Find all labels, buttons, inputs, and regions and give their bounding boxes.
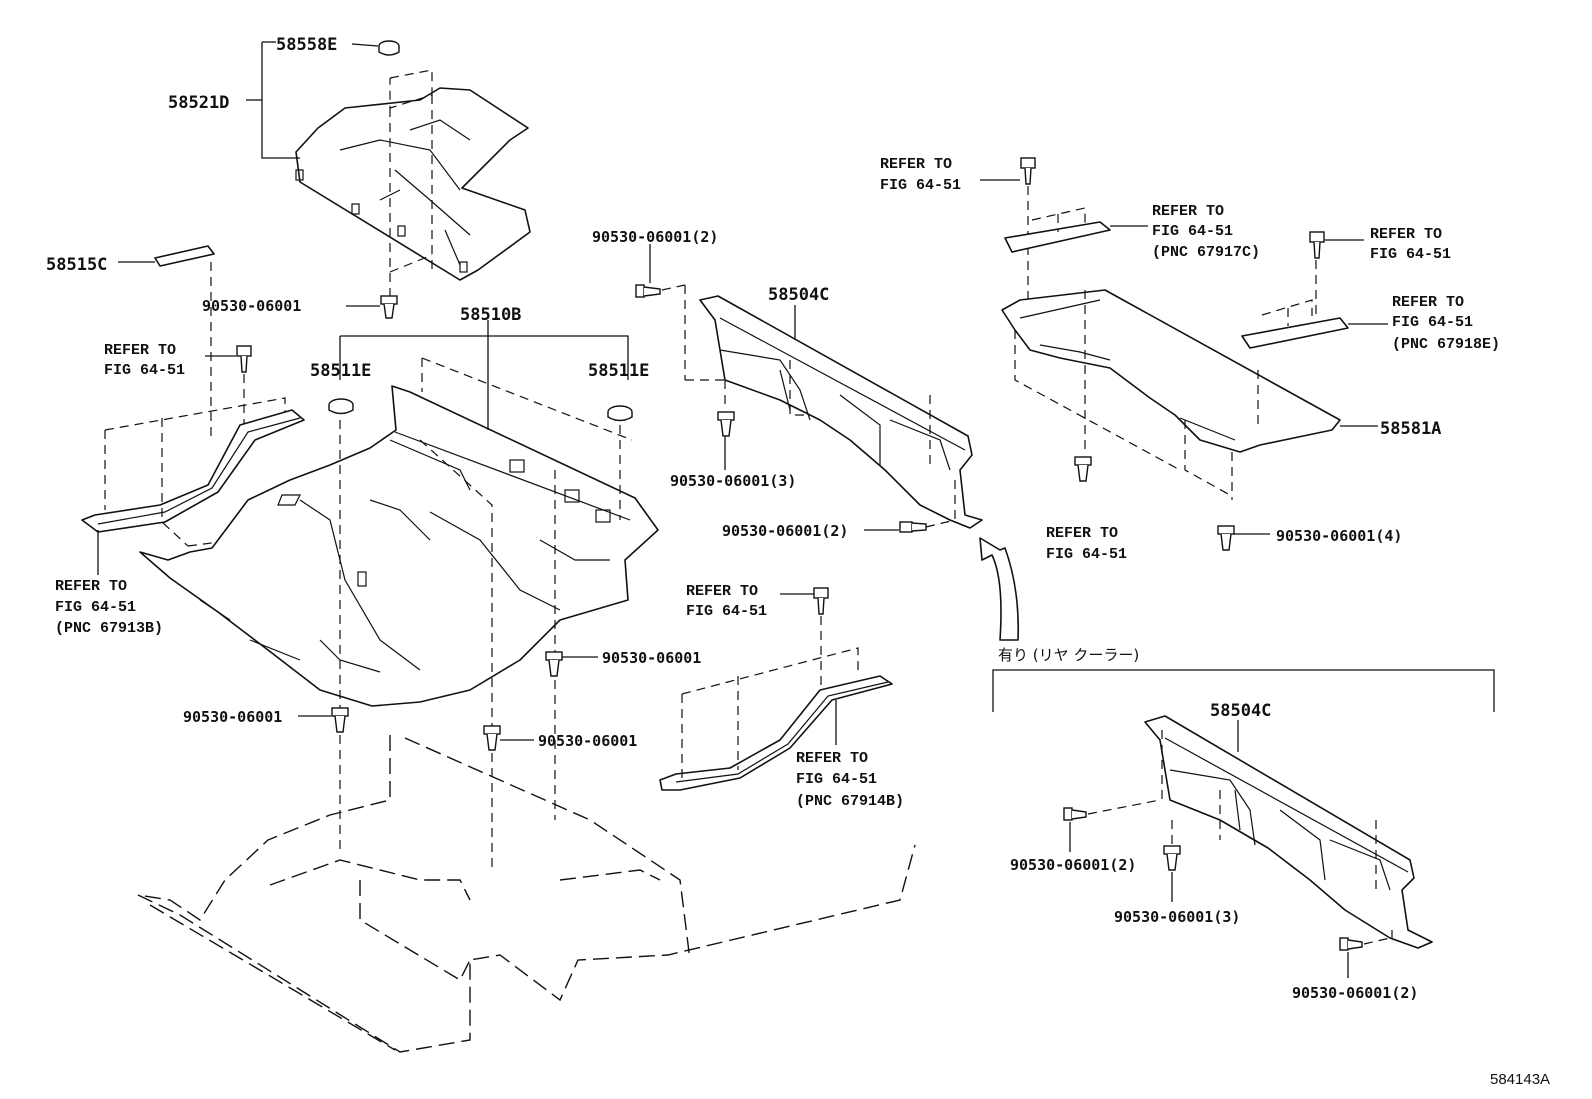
ref-center-top: REFER TO FIG 64-51 (686, 583, 767, 620)
clip-icon[interactable] (545, 651, 563, 677)
ref-right-top-a: REFER TO FIG 64-51 (880, 156, 961, 194)
clip-icon[interactable] (635, 284, 661, 298)
label-58515c: 58515C (46, 255, 107, 275)
part-67918e-bracket[interactable] (1241, 317, 1349, 349)
label-fastener-mid-top: 90530-06001(2) (592, 228, 718, 246)
label-58511e-right: 58511E (588, 361, 649, 381)
clip-icon[interactable] (1063, 807, 1087, 821)
label-fastener-mid-left: 90530-06001(3) (670, 472, 796, 490)
label-fastener-center-left: 90530-06001 (183, 708, 282, 726)
ref-right-top-c: REFER TO FIG 64-51 (1370, 226, 1451, 263)
label-58581a: 58581A (1380, 419, 1441, 439)
ref-center-bottom: REFER TO FIG 64-51 (PNC 67914B) (796, 750, 904, 810)
bolt-icon[interactable] (236, 345, 252, 373)
plug-icon[interactable] (378, 40, 400, 56)
plug-icon[interactable] (607, 405, 633, 422)
part-58521d-silencer[interactable] (295, 87, 531, 281)
option-note-rear-cooler: 有り (リヤ クーラー) (998, 646, 1139, 664)
clip-icon[interactable] (380, 295, 398, 319)
label-fastener-center-right: 90530-06001 (602, 649, 701, 667)
clip-icon[interactable] (717, 411, 735, 437)
clip-icon[interactable] (899, 521, 927, 533)
ref-left-top: REFER TO FIG 64-51 (104, 342, 185, 379)
label-58510b: 58510B (460, 305, 521, 325)
clip-icon[interactable] (483, 725, 501, 751)
plug-icon[interactable] (328, 398, 354, 415)
ref-right-top-b: REFER TO FIG 64-51 (PNC 67917C) (1152, 203, 1260, 261)
label-fastener-br-mid: 90530-06001(3) (1114, 908, 1240, 926)
label-fastener-center-mid: 90530-06001 (538, 732, 637, 750)
label-fastener-br-bottom: 90530-06001(2) (1292, 984, 1418, 1002)
part-67917c-bracket[interactable] (1004, 221, 1111, 253)
label-58504c-bottom: 58504C (1210, 701, 1271, 721)
label-fastener-br-left: 90530-06001(2) (1010, 856, 1136, 874)
label-58504c-top: 58504C (768, 285, 829, 305)
bolt-icon[interactable] (1309, 231, 1325, 259)
part-58504c-duct-cover-rear-cooler[interactable] (1144, 715, 1433, 949)
option-bracket (992, 669, 1495, 712)
label-58511e-left: 58511E (310, 361, 371, 381)
part-58510b-floor-carpet[interactable] (139, 385, 659, 707)
part-58515c-strip[interactable] (154, 245, 215, 267)
bolt-icon[interactable] (813, 587, 829, 615)
part-58581a-tray[interactable] (1001, 289, 1341, 453)
figure-code: 584143A (1490, 1071, 1550, 1088)
part-67914b-rail[interactable] (659, 675, 893, 791)
part-67913b-rail[interactable] (81, 409, 305, 533)
ref-left-bottom: REFER TO FIG 64-51 (PNC 67913B) (55, 578, 163, 637)
label-58558e: 58558E (276, 35, 337, 55)
arrow-up-icon (979, 537, 1020, 641)
clip-icon[interactable] (1074, 456, 1092, 482)
ref-right-top-d: REFER TO FIG 64-51 (PNC 67918E) (1392, 294, 1500, 353)
clip-icon[interactable] (1163, 845, 1181, 871)
ref-right-mid: REFER TO FIG 64-51 (1046, 525, 1127, 563)
vehicle-floor-body (137, 735, 916, 1053)
clip-icon[interactable] (331, 707, 349, 733)
label-58521d: 58521D (168, 93, 229, 113)
label-fastener-right-bottom: 90530-06001(4) (1276, 527, 1402, 545)
clip-icon[interactable] (1217, 525, 1235, 551)
part-58504c-duct-cover[interactable] (699, 295, 983, 529)
label-fastener-top-clip: 90530-06001 (202, 297, 301, 315)
bolt-icon[interactable] (1020, 157, 1036, 185)
clip-icon[interactable] (1339, 937, 1363, 951)
label-fastener-mid-right: 90530-06001(2) (722, 522, 848, 540)
